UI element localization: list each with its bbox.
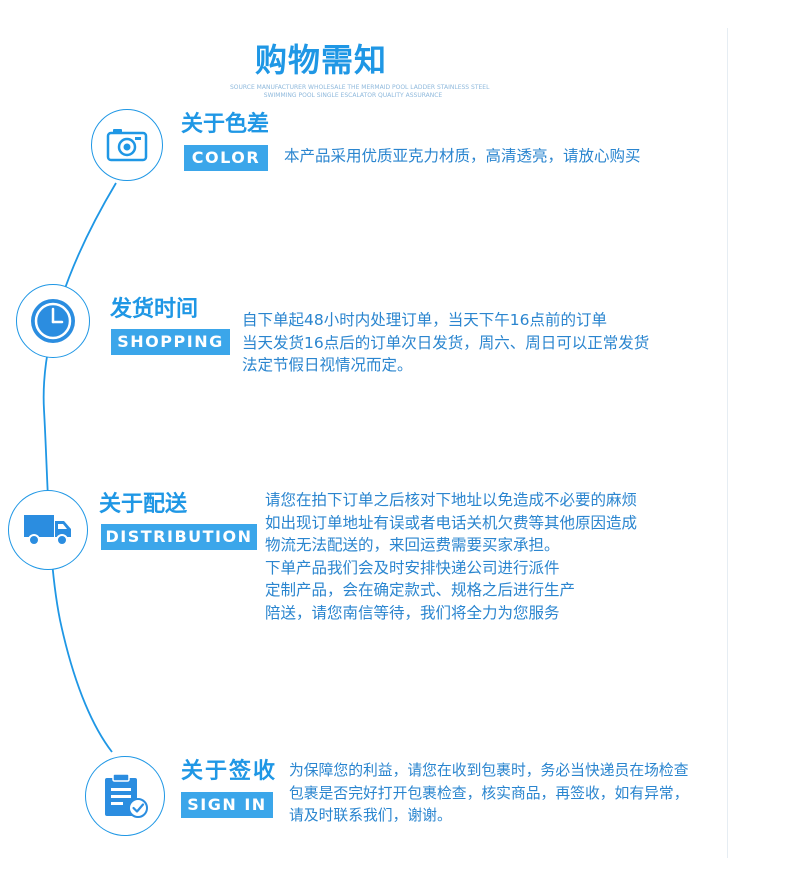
section-heading-signin: 关于签收 (181, 759, 278, 784)
clipboard-check-icon (105, 773, 148, 818)
section-heading-distribution: 关于配送 (99, 492, 188, 517)
section-tag-distribution: DISTRIBUTION (101, 524, 257, 550)
text-line: 下单产品我们会及时安排快递公司进行派件 (265, 558, 560, 577)
truck-icon-circle (8, 490, 88, 570)
camera-icon (106, 129, 148, 162)
text-line: 请您在拍下订单之后核对下地址以免造成不必要的麻烦 (265, 491, 638, 509)
page-subtitle-line: SOURCE MANUFACTURER WHOLESALE THE MERMAI… (230, 84, 490, 91)
section-tag-color: COLOR (184, 145, 268, 171)
section-tag-shopping: SHOPPING (111, 329, 230, 355)
page-subtitle-line: SWIMMING POOL SINGLE ESCALATOR QUALITY A… (263, 92, 443, 99)
text-line: 法定节假日视情况而定。 (242, 356, 413, 374)
text-line: 包裹是否完好打开包裹检查，核实商品，再签收，如有异常， (289, 784, 689, 802)
clipboard-icon-circle (85, 756, 165, 836)
camera-icon-circle (91, 109, 163, 181)
text-line: 如出现订单地址有误或者电话关机欠费等其他原因造成 (265, 513, 638, 532)
right-divider-line (727, 28, 728, 858)
clock-icon (31, 299, 75, 343)
text-line: 请及时联系我们，谢谢。 (289, 807, 452, 824)
page-subtitle: SOURCE MANUFACTURER WHOLESALE THE MERMAI… (230, 84, 490, 100)
section-tag-signin: SIGN IN (181, 792, 273, 818)
text-line: 当天发货16点后的订单次日发货，周六、周日可以正常发货 (242, 333, 650, 352)
text-line: 自下单起48小时内处理订单，当天下午16点前的订单 (242, 311, 607, 329)
text-line: 本产品采用优质亚克力材质，高清透亮，请放心购买 (284, 147, 641, 165)
text-line: 为保障您的利益，请您在收到包裹时，务必当快递员在场检查 (289, 762, 689, 779)
text-line: 定制产品，会在确定款式、规格之后进行生产 (265, 581, 576, 599)
truck-icon (24, 515, 71, 546)
text-line: 陪送，请您南信等待，我们将全力为您服务 (265, 603, 560, 622)
clock-icon-circle (16, 284, 90, 358)
text-line: 物流无法配送的，来回运费需要买家承担。 (265, 536, 560, 554)
section-text-color: 本产品采用优质亚克力材质，高清透亮，请放心购买 (284, 145, 641, 168)
section-heading-color: 关于色差 (181, 112, 270, 137)
section-text-shopping: 自下单起48小时内处理订单，当天下午16点前的订单 当天发货16点后的订单次日发… (242, 309, 649, 377)
section-heading-shopping: 发货时间 (110, 297, 199, 322)
page-title: 购物需知 (254, 41, 387, 79)
section-text-distribution: 请您在拍下订单之后核对下地址以免造成不必要的麻烦 如出现订单地址有误或者电话关机… (265, 489, 637, 624)
section-text-signin: 为保障您的利益，请您在收到包裹时，务必当快递员在场检查 包裹是否完好打开包裹检查… (289, 760, 689, 828)
